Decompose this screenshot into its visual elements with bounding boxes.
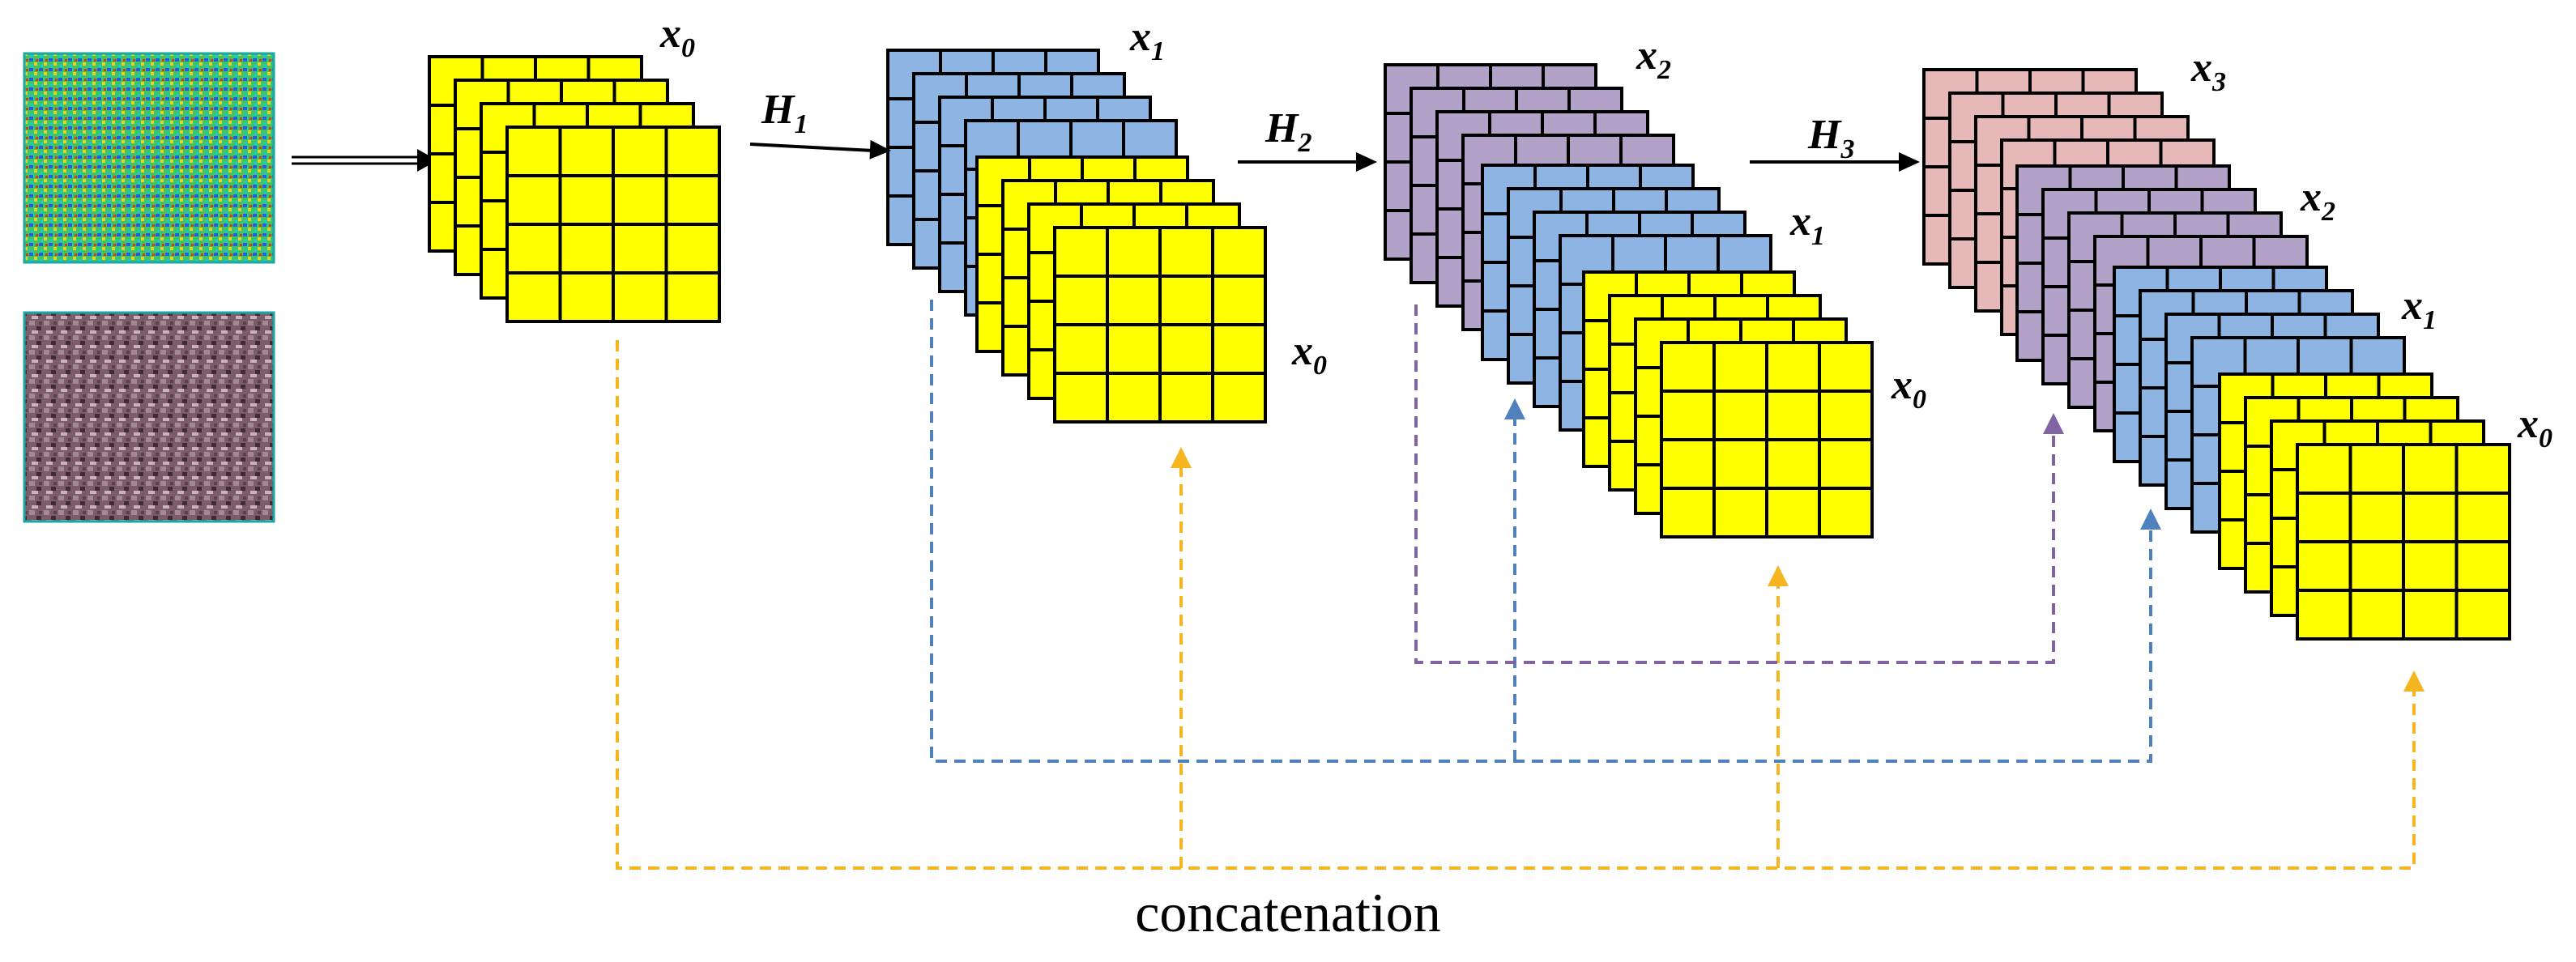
arrow-H2: H2 — [1238, 105, 1377, 172]
arrow-H1: H1 — [749, 87, 891, 160]
label-x0: x0 — [2517, 401, 2553, 453]
arrow-head-x0-stage3 — [1768, 565, 1789, 586]
arrow-head-x2-stage4 — [2043, 413, 2064, 434]
connection-x0 — [616, 340, 2416, 870]
stage-4 — [1922, 68, 2511, 641]
input-images — [23, 52, 275, 523]
false-color-heatmap-image — [23, 52, 275, 264]
label-x2: x2 — [1636, 32, 1671, 85]
aerial-rgb-image — [23, 311, 275, 523]
label-H3: H3 — [1807, 112, 1854, 164]
label-H1: H1 — [761, 87, 808, 139]
label-x0: x0 — [1891, 362, 1926, 415]
feature-map-blocks — [428, 49, 2511, 641]
label-x2: x2 — [2300, 174, 2335, 227]
concatenation-connections — [616, 300, 2425, 870]
arrow-head-x0-stage4 — [2403, 670, 2425, 692]
feature-map-sheet — [1053, 226, 1267, 424]
transition-arrows: H1 H2 H3 — [749, 87, 1920, 172]
label-x3: x3 — [2190, 45, 2226, 97]
label-H2: H2 — [1265, 105, 1311, 158]
arrow-head-x1-stage4 — [2140, 509, 2161, 530]
feature-maps-x0 — [1582, 270, 1874, 538]
label-x0: x0 — [1291, 328, 1327, 381]
feature-map-sheet — [1660, 341, 1874, 538]
label-x0: x0 — [659, 11, 695, 63]
feature-maps-x0 — [428, 55, 721, 323]
stage-1 — [428, 55, 721, 323]
connection-x1 — [930, 300, 2152, 763]
feature-maps-x0 — [975, 155, 1267, 424]
feature-labels: x0 x1 x0 x2 x1 x0 x3 x2 x1 x0 — [659, 11, 2553, 453]
label-x1: x1 — [2401, 283, 2437, 335]
feature-map-sheet — [505, 126, 721, 323]
label-x1: x1 — [1789, 198, 1825, 251]
stage-3 — [1384, 63, 1874, 538]
connection-x2 — [1414, 304, 2055, 664]
arrow-head-x0-stage2 — [1171, 447, 1192, 468]
caption: concatenation — [1135, 882, 1441, 943]
feature-map-sheet — [2296, 443, 2511, 641]
label-x1: x1 — [1129, 14, 1165, 66]
input-arrow — [292, 149, 437, 172]
arrow-head-x1-stage3 — [1504, 398, 1525, 419]
feature-maps-x0 — [2218, 372, 2511, 641]
stage-2 — [886, 49, 1267, 424]
arrow-H3: H3 — [1750, 112, 1920, 172]
